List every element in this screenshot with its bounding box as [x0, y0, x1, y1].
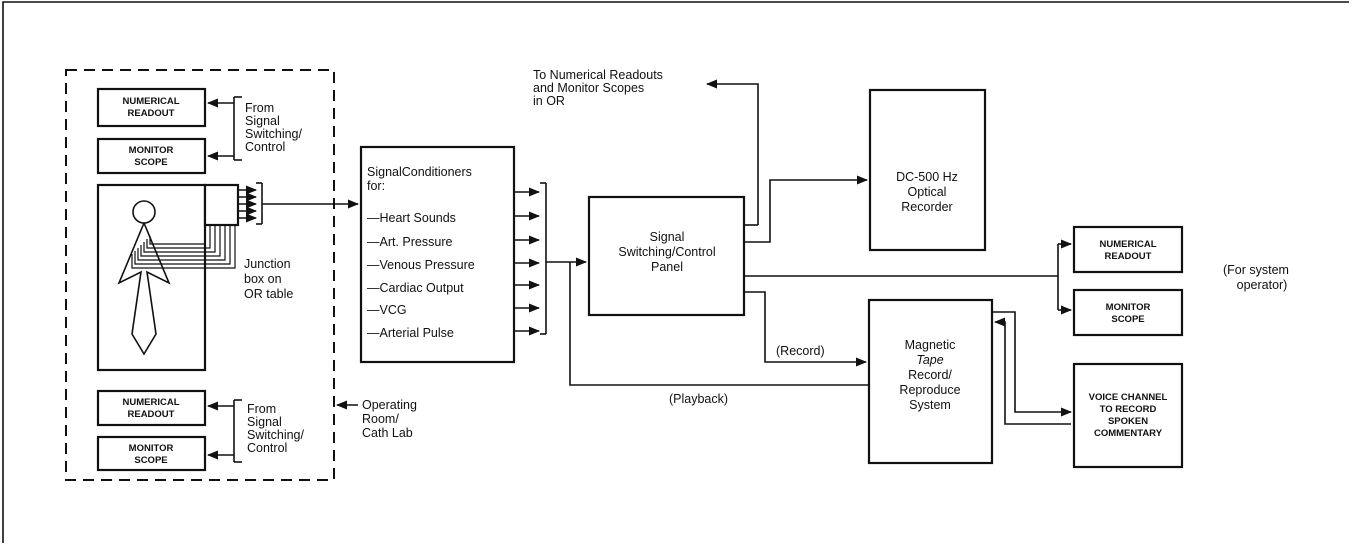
voice-to-magnetic-arrow: [995, 322, 1071, 424]
voice-line3: SPOKEN: [1108, 416, 1148, 427]
switching-line2: Switching/Control: [618, 245, 715, 259]
bottom-from-line3: Switching/: [247, 428, 304, 442]
top-readout-line1: NUMERICAL: [123, 96, 180, 107]
bottom-scope-line1: MONITOR: [129, 443, 174, 454]
for-operator-line2: operator): [1237, 278, 1288, 292]
optical-line1: DC-500 Hz: [896, 170, 958, 184]
to-numerical-line1: To Numerical Readouts: [533, 68, 663, 82]
optical-line2: Optical: [908, 185, 947, 199]
top-from-line1: From: [245, 101, 274, 115]
bottom-scope-line2: SCOPE: [134, 455, 167, 466]
junction-line3: OR table: [244, 287, 293, 301]
top-scope-line1: MONITOR: [129, 145, 174, 156]
to-numerical-line2: and Monitor Scopes: [533, 81, 644, 95]
bottom-readout-line2: READOUT: [128, 409, 175, 420]
conditioner-item: —Venous Pressure: [367, 258, 475, 272]
conditioner-item: —Heart Sounds: [367, 211, 456, 225]
switching-to-optical-arrow: [744, 180, 867, 242]
voice-line1: VOICE CHANNEL: [1089, 392, 1168, 403]
top-from-line3: Switching/: [245, 127, 302, 141]
magnetic-line5: System: [909, 398, 951, 412]
right-scope-line2: SCOPE: [1111, 314, 1144, 325]
voice-line4: COMMENTARY: [1094, 428, 1163, 439]
playback-label: (Playback): [669, 392, 728, 406]
optical-line3: Recorder: [901, 200, 952, 214]
right-readout-line2: READOUT: [1105, 251, 1152, 262]
right-scope-line1: MONITOR: [1106, 302, 1151, 313]
conditioner-outputs: [514, 183, 546, 334]
bottom-from-line2: Signal: [247, 415, 282, 429]
magnetic-line2: Tape: [916, 353, 943, 367]
voice-line2: TO RECORD: [1100, 404, 1157, 415]
to-numerical-line3: in OR: [533, 94, 565, 108]
junction-line2: box on: [244, 272, 282, 286]
junction-box: [205, 185, 238, 225]
conditioners-title-line1: SignalConditioners: [367, 165, 472, 179]
top-from-line2: Signal: [245, 114, 280, 128]
magnetic-line3: Record/: [908, 368, 952, 382]
conditioner-item: —Cardiac Output: [367, 281, 464, 295]
room-line3: Cath Lab: [362, 426, 413, 440]
junction-outputs: [238, 183, 262, 224]
conditioner-item: —VCG: [367, 303, 407, 317]
room-line1: Operating: [362, 398, 417, 412]
record-label: (Record): [776, 344, 825, 358]
bottom-from-line1: From: [247, 402, 276, 416]
conditioners-title-line2: for:: [367, 179, 385, 193]
magnetic-line4: Reproduce: [899, 383, 960, 397]
for-operator-line1: (For system: [1223, 263, 1289, 277]
conditioner-item: —Arterial Pulse: [367, 326, 454, 340]
room-line2: Room/: [362, 412, 399, 426]
switching-line1: Signal: [650, 230, 685, 244]
magnetic-to-voice-arrow: [992, 312, 1071, 412]
conditioner-item: —Art. Pressure: [367, 235, 452, 249]
top-scope-line2: SCOPE: [134, 157, 167, 168]
bottom-from-line4: Control: [247, 441, 287, 455]
switching-line3: Panel: [651, 260, 683, 274]
magnetic-line1: Magnetic: [905, 338, 956, 352]
top-readout-line2: READOUT: [128, 108, 175, 119]
bottom-readout-line1: NUMERICAL: [123, 397, 180, 408]
junction-line1: Junction: [244, 257, 291, 271]
right-readout-line1: NUMERICAL: [1100, 239, 1157, 250]
top-from-line4: Control: [245, 140, 285, 154]
